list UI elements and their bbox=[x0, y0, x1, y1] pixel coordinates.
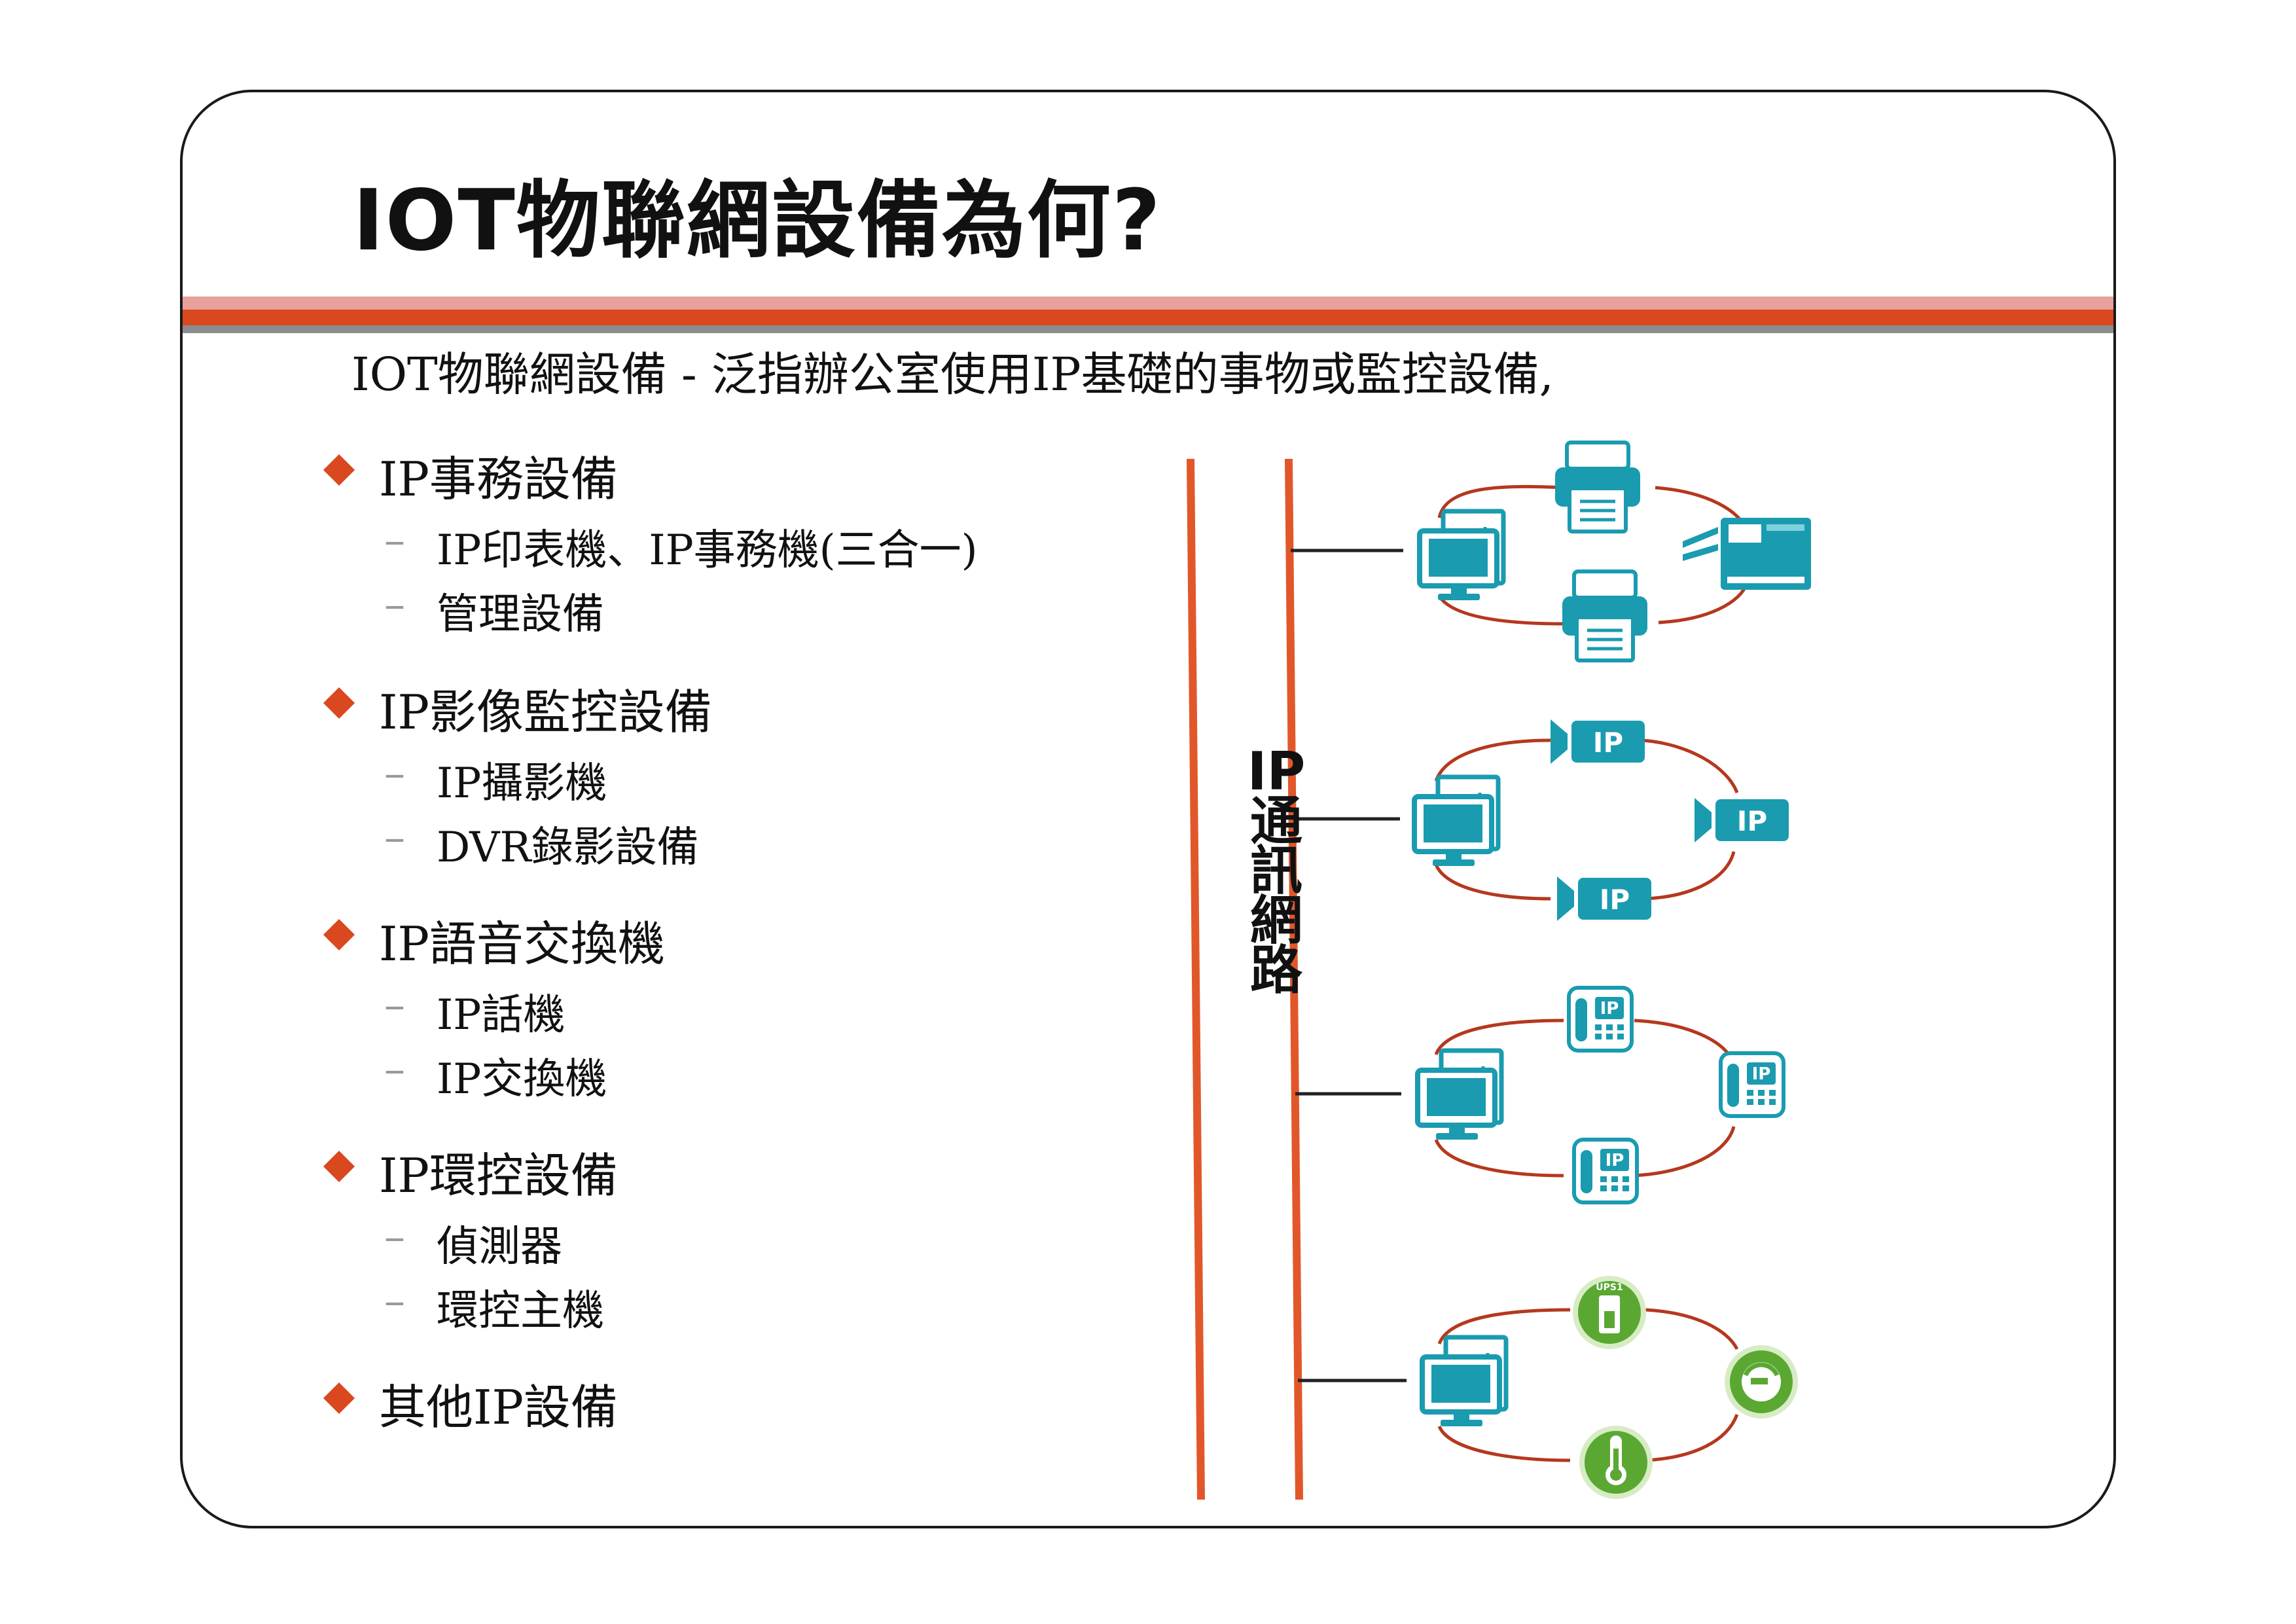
backbone-line-left bbox=[1187, 458, 1205, 1500]
bullet-label: IP語音交換機 bbox=[379, 916, 665, 971]
bullet-video-surveillance: IP影像監控設備 bbox=[323, 674, 712, 742]
sensor-device-group: UPS1 bbox=[1298, 1278, 1795, 1496]
sub-bullet: – IP交換機 bbox=[384, 1045, 607, 1106]
ip-phone-icon: IP bbox=[1574, 1140, 1637, 1202]
camera-device-group: IP IP IP bbox=[1293, 719, 1789, 921]
multifunction-printer-icon bbox=[1683, 518, 1811, 590]
sub-bullet: – IP話機 bbox=[384, 981, 565, 1041]
sub-bullet-label: 管理設備 bbox=[437, 590, 604, 639]
sub-bullet-label: IP話機 bbox=[437, 991, 565, 1039]
svg-text:IP: IP bbox=[1605, 1151, 1624, 1170]
ip-phone-icon: IP bbox=[1721, 1053, 1784, 1116]
bullet-environment-control: IP環控設備 bbox=[323, 1137, 618, 1206]
thermometer-icon bbox=[1582, 1428, 1650, 1496]
computer-icon bbox=[1418, 1051, 1501, 1140]
sub-bullet: – 環控主機 bbox=[384, 1277, 604, 1337]
office-device-group bbox=[1291, 442, 1811, 660]
sub-bullet-label: IP交換機 bbox=[437, 1055, 607, 1104]
title-underline-red bbox=[183, 310, 2113, 325]
computer-icon bbox=[1414, 777, 1498, 866]
sub-bullet-label: 偵測器 bbox=[437, 1223, 562, 1271]
ip-camera-icon: IP bbox=[1557, 876, 1651, 921]
dash-icon: – bbox=[384, 1045, 405, 1094]
dash-icon: – bbox=[384, 814, 405, 862]
dash-icon: – bbox=[384, 981, 405, 1030]
title-underline-pink bbox=[183, 297, 2113, 310]
environment-sensor-icon bbox=[1727, 1348, 1795, 1416]
svg-text:IP: IP bbox=[1737, 805, 1767, 837]
sub-bullet-label: IP攝影機 bbox=[437, 759, 607, 808]
computer-icon bbox=[1420, 511, 1503, 600]
svg-text:UPS1: UPS1 bbox=[1596, 1282, 1623, 1293]
dash-icon: – bbox=[384, 516, 405, 565]
sub-bullet-label: DVR錄影設備 bbox=[437, 823, 699, 872]
computer-icon bbox=[1422, 1337, 1506, 1426]
sub-bullet: – IP印表機、IP事務機(三合一) bbox=[384, 516, 978, 577]
title-underline-gray bbox=[183, 325, 2113, 333]
sub-bullet: – IP攝影機 bbox=[384, 749, 607, 810]
bullet-other-devices: 其他IP設備 bbox=[323, 1369, 618, 1437]
svg-text:IP: IP bbox=[1600, 884, 1630, 916]
ip-camera-icon: IP bbox=[1551, 719, 1645, 764]
dash-icon: – bbox=[384, 1277, 405, 1326]
dash-icon: – bbox=[384, 1213, 405, 1261]
bullet-voice-switch: IP語音交換機 bbox=[323, 905, 665, 974]
printer-icon bbox=[1562, 571, 1647, 660]
dash-icon: – bbox=[384, 749, 405, 798]
svg-text:IP: IP bbox=[1593, 727, 1623, 759]
phone-device-group: IP IP IP bbox=[1295, 988, 1784, 1202]
ups-sensor-icon: UPS1 bbox=[1575, 1278, 1643, 1346]
bullet-label: IP事務設備 bbox=[379, 452, 618, 507]
sub-bullet: – DVR錄影設備 bbox=[384, 814, 699, 874]
sub-bullet-label: IP印表機、IP事務機(三合一) bbox=[437, 526, 978, 575]
ip-phone-icon: IP bbox=[1569, 988, 1632, 1051]
page-title: IOT物聯網設備為何? bbox=[353, 172, 1162, 270]
sub-bullet: – 偵測器 bbox=[384, 1213, 562, 1273]
dash-icon: – bbox=[384, 581, 405, 629]
backbone-line-right bbox=[1285, 458, 1303, 1500]
bullet-label: 其他IP設備 bbox=[379, 1380, 618, 1435]
bullet-label: IP環控設備 bbox=[379, 1148, 618, 1203]
network-diagram: IP IP IP IP IP bbox=[1187, 92, 1811, 1500]
sub-bullet-label: 環控主機 bbox=[437, 1287, 604, 1335]
bullet-office-devices: IP事務設備 bbox=[323, 441, 618, 509]
sub-bullet: – 管理設備 bbox=[384, 581, 604, 641]
network-label: IP通訊網路 bbox=[1247, 741, 1306, 1001]
svg-text:IP: IP bbox=[1752, 1064, 1771, 1084]
svg-text:IP: IP bbox=[1600, 999, 1619, 1019]
ip-camera-icon: IP bbox=[1695, 798, 1789, 842]
slide-frame: IOT物聯網設備為何? IOT物聯網設備 - 泛指辦公室使用IP基礎的事物或監控… bbox=[180, 90, 2116, 1528]
printer-icon bbox=[1555, 442, 1640, 532]
bullet-label: IP影像監控設備 bbox=[379, 685, 712, 740]
subtitle: IOT物聯網設備 - 泛指辦公室使用IP基礎的事物或監控設備, bbox=[351, 348, 1554, 401]
